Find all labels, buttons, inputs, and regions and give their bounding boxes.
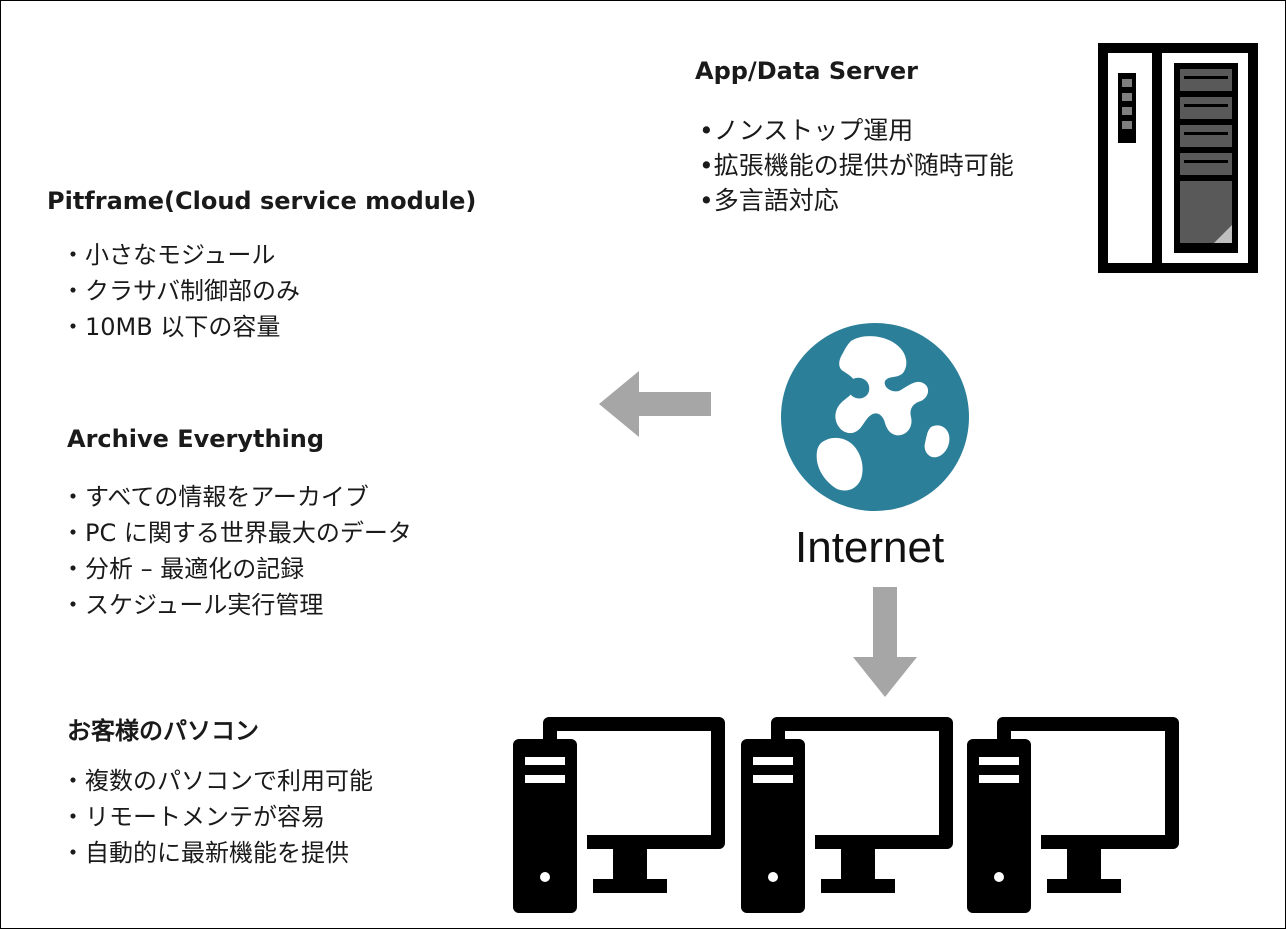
list-item: ・すべての情報をアーカイブ bbox=[61, 483, 369, 511]
app-server-title: App/Data Server bbox=[695, 57, 918, 85]
archive-title: Archive Everything bbox=[67, 425, 325, 453]
list-item: ・リモートメンテが容易 bbox=[61, 803, 325, 831]
customer-pc-title: お客様のパソコン bbox=[67, 717, 259, 745]
list-item: •多言語対応 bbox=[699, 186, 839, 215]
list-item: ・自動的に最新機能を提供 bbox=[61, 839, 349, 867]
list-item: ・スケジュール実行管理 bbox=[61, 591, 324, 619]
desktop-computer-icon bbox=[513, 717, 725, 913]
desktop-computer-icon bbox=[741, 717, 953, 913]
customer-pc-list: ・複数のパソコンで利用可能 ・リモートメンテが容易 ・自動的に最新機能を提供 bbox=[61, 763, 373, 871]
archive-list: ・すべての情報をアーカイブ ・PC に関する世界最大のデータ ・分析 – 最適化… bbox=[61, 479, 412, 623]
list-item: ・分析 – 最適化の記録 bbox=[61, 555, 305, 583]
arrow-down-icon bbox=[853, 587, 917, 697]
app-server-list: •ノンストップ運用 •拡張機能の提供が随時可能 •多言語対応 bbox=[699, 113, 1014, 218]
internet-label: Internet bbox=[795, 523, 945, 572]
list-item: ・小さなモジュール bbox=[61, 241, 276, 269]
globe-icon bbox=[781, 323, 969, 511]
pitframe-list: ・小さなモジュール ・クラサバ制御部のみ ・10MB 以下の容量 bbox=[61, 237, 300, 345]
arrow-left-icon bbox=[599, 371, 711, 437]
list-item: ・複数のパソコンで利用可能 bbox=[61, 767, 373, 795]
list-item: ・PC に関する世界最大のデータ bbox=[61, 519, 412, 547]
server-icon bbox=[1098, 43, 1258, 273]
list-item: ・クラサバ制御部のみ bbox=[61, 277, 301, 305]
list-item: •ノンストップ運用 bbox=[699, 116, 914, 145]
list-item: •拡張機能の提供が随時可能 bbox=[699, 151, 1014, 180]
pitframe-title: Pitframe(Cloud service module) bbox=[47, 187, 477, 215]
list-item: ・10MB 以下の容量 bbox=[61, 313, 281, 341]
desktop-computer-icon bbox=[967, 717, 1179, 913]
